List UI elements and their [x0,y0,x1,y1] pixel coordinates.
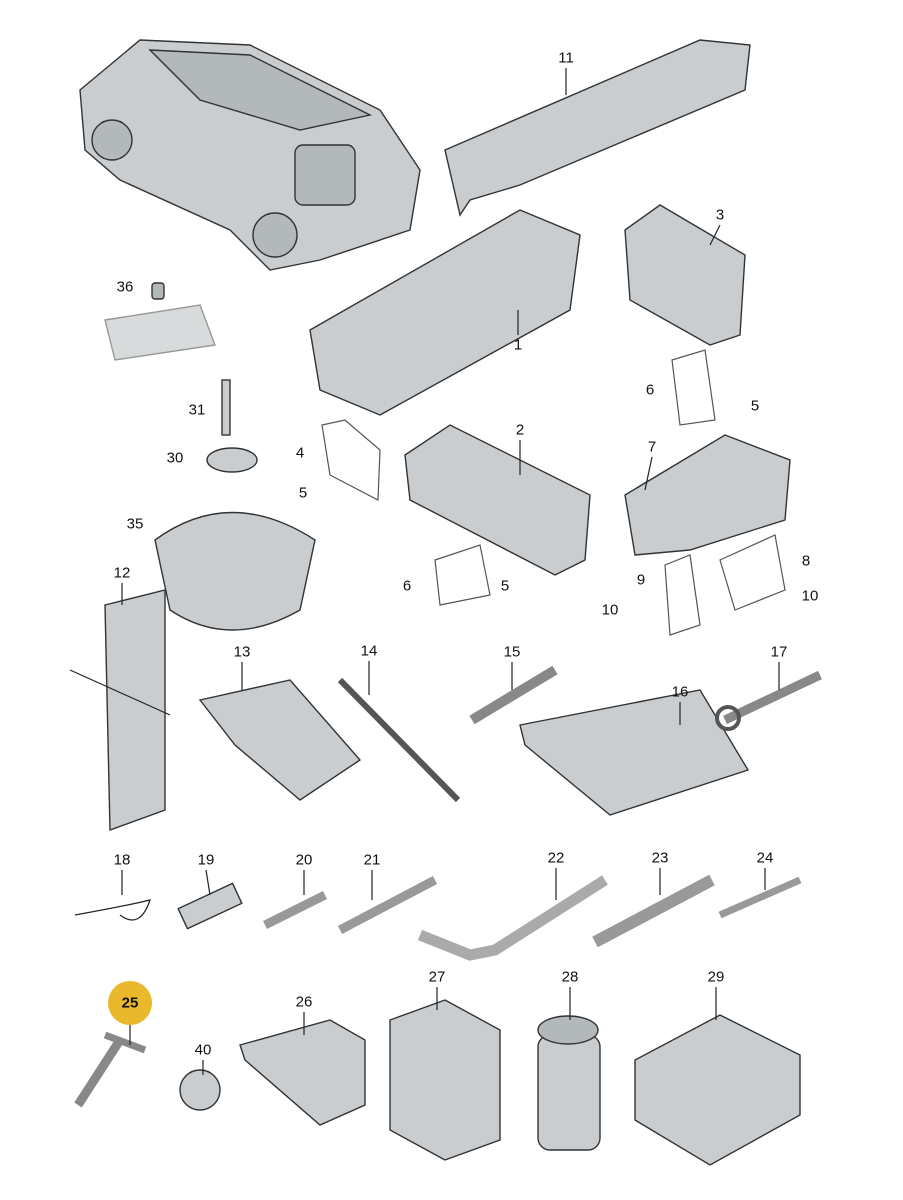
part-4-bracket[interactable] [321,419,381,501]
callout-label-40[interactable]: 40 [194,1041,212,1059]
callout-label-35[interactable]: 35 [126,515,144,533]
callout-label-6[interactable]: 6 [402,577,412,595]
part-27-box[interactable] [389,999,501,1161]
callout-label-9[interactable]: 9 [636,571,646,589]
part-11-floor-cover[interactable] [444,39,751,217]
part-29-compressor[interactable] [634,1014,801,1166]
callout-label-36[interactable]: 36 [116,278,134,296]
callout-label-2[interactable]: 2 [515,421,525,439]
part-40-pressure-gauge[interactable] [179,1069,221,1111]
part-24-spanner[interactable] [718,876,802,919]
leader-lines [121,68,780,1075]
part-36-plug[interactable] [104,304,216,361]
part-35-wheel-well-insert[interactable] [154,511,316,631]
callout-label-15[interactable]: 15 [503,643,521,661]
callout-label-19[interactable]: 19 [197,851,215,869]
callout-label-26[interactable]: 26 [295,993,313,1011]
part-22-wheel-brace[interactable] [417,875,608,961]
part-1-foam-insert[interactable] [309,209,581,416]
callout-label-3[interactable]: 3 [715,206,725,224]
callout-label-5[interactable]: 5 [500,577,510,595]
car-illustration [79,39,421,271]
callout-label-5[interactable]: 5 [750,397,760,415]
part-28-compressor-bottle[interactable] [537,1034,601,1151]
part-25-tool[interactable] [74,1037,124,1108]
part-12-bag[interactable] [104,589,166,831]
part-6-bracket[interactable] [671,349,716,426]
part-3-foam-block[interactable] [624,204,746,346]
callout-label-20[interactable]: 20 [295,851,313,869]
callout-label-4[interactable]: 4 [295,444,305,462]
highlight-marker [108,981,152,1025]
part-13-jack[interactable] [198,679,362,801]
callout-label-31[interactable]: 31 [188,401,206,419]
callout-label-10[interactable]: 10 [601,601,619,619]
callout-label-22[interactable]: 22 [547,849,565,867]
part-17-wrench[interactable] [723,670,822,725]
callout-label-11[interactable]: 11 [558,49,574,67]
callout-label-10[interactable]: 10 [801,587,819,605]
part-31-wing-bolt[interactable] [221,379,231,436]
callout-label-6[interactable]: 6 [645,381,655,399]
part-20-pin[interactable] [262,890,328,930]
callout-label-1[interactable]: 1 [513,336,523,354]
callout-label-18[interactable]: 18 [113,851,131,869]
part-8-bracket[interactable] [719,534,786,611]
part-18-clip[interactable] [74,899,151,921]
callout-label-14[interactable]: 14 [360,642,378,660]
part-19-adapter[interactable] [177,882,243,930]
part-23-towing-eye[interactable] [592,874,715,948]
callout-label-29[interactable]: 29 [707,968,725,986]
part-6-bracket-2[interactable] [434,544,491,606]
callout-label-7[interactable]: 7 [647,438,657,456]
callout-label-13[interactable]: 13 [233,643,251,661]
part-15-rod[interactable] [469,665,558,725]
callout-label-21[interactable]: 21 [363,851,381,869]
part-21-screwdriver[interactable] [337,876,438,934]
part-26-chock[interactable] [239,1019,366,1126]
part-7-foam-block[interactable] [624,434,791,556]
callout-label-23[interactable]: 23 [651,849,669,867]
callout-label-30[interactable]: 30 [166,449,184,467]
callout-label-17[interactable]: 17 [770,643,788,661]
callout-label-16[interactable]: 16 [671,683,689,701]
callout-label-8[interactable]: 8 [801,552,811,570]
callout-label-25[interactable]: 25 [121,994,139,1012]
callout-label-27[interactable]: 27 [428,968,446,986]
part-9-bracket[interactable] [664,554,701,636]
callout-label-12[interactable]: 12 [113,564,131,582]
callout-label-5[interactable]: 5 [298,484,308,502]
part-14-crank[interactable] [337,677,461,803]
callout-label-28[interactable]: 28 [561,968,579,986]
part-16-tool-roll[interactable] [519,689,750,816]
part-30-washer[interactable] [206,447,258,473]
part-2-tray[interactable] [404,424,591,576]
callout-label-24[interactable]: 24 [756,849,774,867]
